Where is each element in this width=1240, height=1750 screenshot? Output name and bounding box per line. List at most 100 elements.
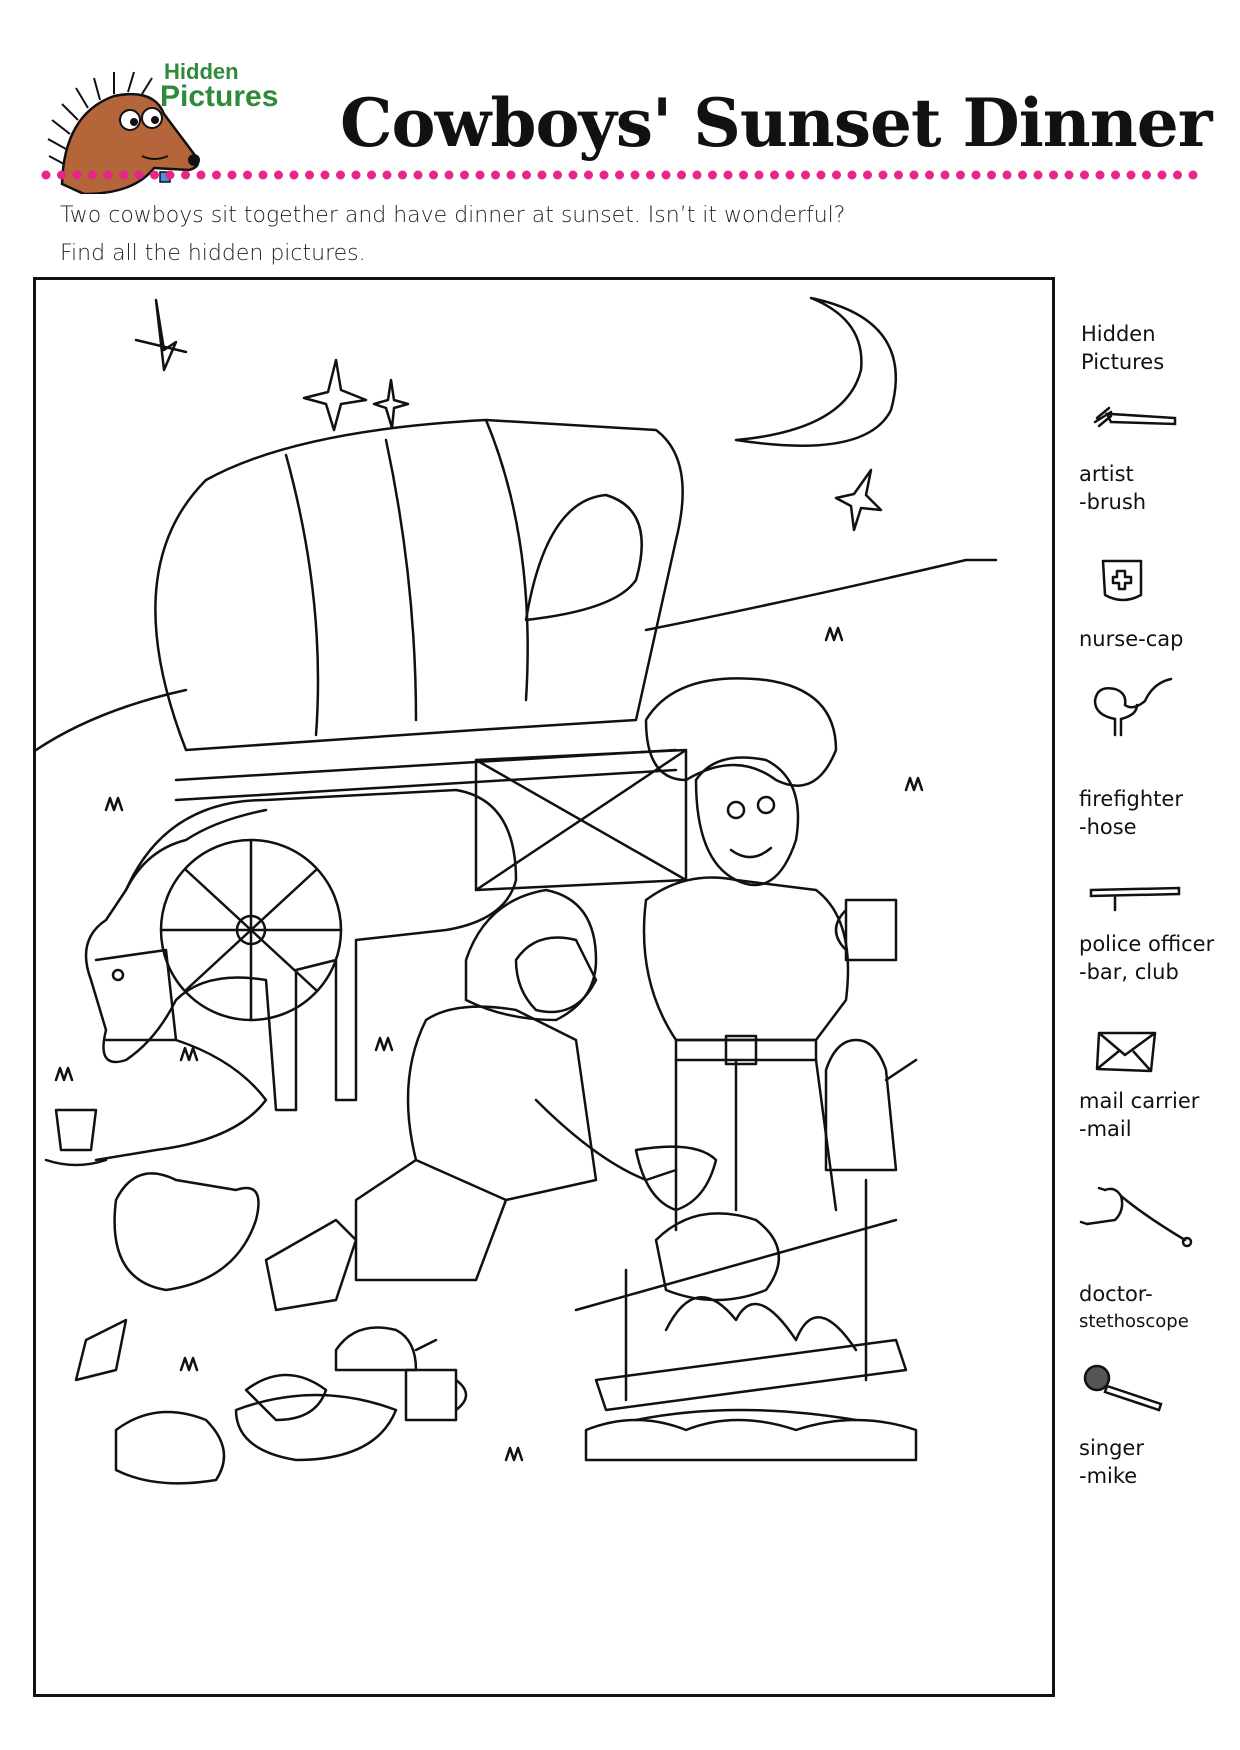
- logo-text-pictures: Pictures: [160, 80, 278, 113]
- rock-shape: [114, 1410, 226, 1485]
- divider-dot: [894, 170, 903, 180]
- grass-tuft: [179, 1356, 199, 1372]
- cowboy2-arm: [534, 1098, 678, 1182]
- roast-chicken: [654, 1212, 781, 1302]
- microphone-icon: [1083, 1364, 1163, 1412]
- divider-dot: [212, 170, 221, 180]
- divider-dot: [816, 170, 826, 180]
- divider-dot: [971, 170, 981, 180]
- cowboy-belt: [674, 1034, 818, 1066]
- divider-dot: [847, 170, 857, 180]
- sidebar-title-line-2: Pictures: [1081, 350, 1165, 374]
- item-label-line-1: mail carrier: [1079, 1089, 1200, 1113]
- grass-tuft: [179, 1046, 199, 1062]
- divider-dot: [165, 170, 175, 180]
- divider-dot: [320, 170, 330, 180]
- item-label-line-2: -hose: [1079, 815, 1137, 839]
- divider-dot: [196, 170, 206, 180]
- stethoscope-icon: [1079, 1186, 1193, 1248]
- cowboy-head: [694, 756, 800, 887]
- divider-dot: [1173, 170, 1182, 180]
- envelope-icon: [1095, 1031, 1157, 1073]
- divider-dot: [1111, 170, 1120, 180]
- wheel-spokes: [159, 838, 343, 1022]
- intro-line-2: Find all the hidden pictures.: [60, 241, 366, 266]
- divider-dot: [305, 170, 314, 180]
- wagon-cover-fold: [384, 438, 418, 722]
- divider-dot: [723, 170, 733, 180]
- divider-dot: [119, 170, 128, 180]
- wagon-cover-fold: [484, 418, 529, 702]
- divider-dot: [475, 170, 485, 180]
- item-label-line-2: stethoscope: [1079, 1311, 1189, 1332]
- item-label-line-1: police officer: [1079, 932, 1215, 956]
- divider-dot: [599, 170, 609, 180]
- cowboy-eye: [756, 795, 776, 815]
- campfire-rocks: [584, 1418, 918, 1462]
- cowboy2-face: [514, 936, 598, 1014]
- item-label-line-2: -bar, club: [1079, 960, 1179, 984]
- divider-dot: [57, 170, 66, 180]
- divider-dot: [150, 170, 159, 180]
- divider-dot: [584, 170, 593, 180]
- horse-body: [84, 788, 518, 1112]
- nurse-cap-icon: [1101, 559, 1143, 602]
- divider-dot: [801, 170, 810, 180]
- horse-bridle: [94, 948, 178, 1042]
- intro-line-1: Two cowboys sit together and have dinner…: [60, 203, 846, 228]
- cup-shape: [44, 1108, 108, 1167]
- logo-text-hidden: Hidden: [164, 59, 239, 84]
- page-title: Cowboys' Sunset Dinner: [340, 84, 1213, 162]
- wagon-cover: [154, 418, 684, 752]
- brush-icon: [1093, 406, 1177, 428]
- spit-rod: [574, 1178, 898, 1402]
- horse-eye: [111, 968, 125, 982]
- divider-dot: [537, 170, 547, 180]
- divider-dot: [1018, 170, 1027, 180]
- divider-dot: [1188, 170, 1198, 180]
- divider-dot: [336, 170, 345, 180]
- hill-line: [36, 688, 188, 752]
- item-label-line-2: -mike: [1079, 1464, 1138, 1488]
- divider-dot: [103, 170, 113, 180]
- divider-dot: [367, 170, 376, 180]
- item-label-line-1: nurse-cap: [1079, 627, 1184, 651]
- star-shape: [302, 358, 368, 432]
- stirrup-shape: [74, 1318, 128, 1382]
- cup-shape-2: [404, 1368, 468, 1422]
- cowboy2-hair: [464, 888, 598, 1022]
- sidebar-title-line-1: Hidden: [1081, 322, 1156, 346]
- teapot-shape: [334, 1326, 438, 1372]
- divider-dot: [243, 170, 252, 180]
- star-shape: [372, 378, 410, 430]
- boot-shape: [264, 1218, 358, 1312]
- hose-icon: [1093, 677, 1173, 737]
- divider-dot: [925, 170, 934, 180]
- divider-dot: [41, 170, 51, 180]
- divider-dot: [956, 170, 965, 180]
- divider-dot: [72, 170, 82, 180]
- chicken-leg: [244, 1373, 328, 1422]
- hose-shape: [94, 1038, 268, 1162]
- divider-dot: [413, 170, 423, 180]
- divider-dot: [1033, 170, 1043, 180]
- item-label-line-2: -mail: [1079, 1117, 1132, 1141]
- divider-dot: [708, 170, 717, 180]
- divider-dot: [506, 170, 516, 180]
- hill-line: [644, 558, 998, 632]
- item-label-line-1: artist: [1079, 462, 1134, 486]
- hedgehog-logo-icon: Hidden Pictures: [47, 59, 278, 194]
- divider-dot: [1095, 170, 1105, 180]
- wagon-cover-fold: [284, 453, 320, 737]
- club-icon: [1089, 886, 1181, 912]
- divider-dot: [615, 170, 624, 180]
- wagon-opening: [524, 493, 643, 622]
- divider-dot: [568, 170, 578, 180]
- campfire-flames: [664, 1296, 858, 1352]
- grass-tuft: [824, 626, 844, 642]
- cowboys-dinner-illustration: [36, 296, 998, 1485]
- divider-dot: [444, 170, 454, 180]
- divider-dot: [785, 170, 795, 180]
- divider-dot: [1064, 170, 1074, 180]
- divider-dot: [940, 170, 950, 180]
